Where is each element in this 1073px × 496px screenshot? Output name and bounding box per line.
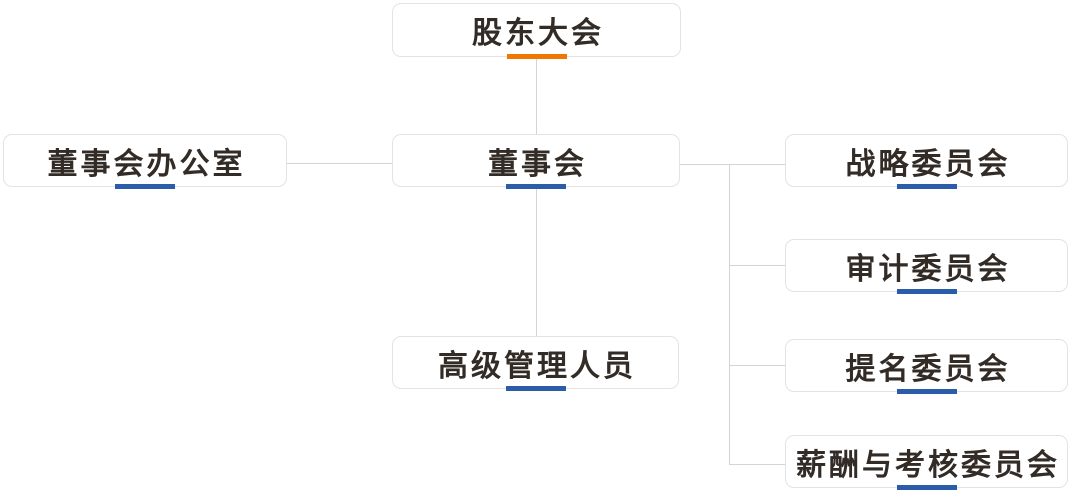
edge-board-office-board — [287, 163, 392, 164]
node-board-office: 董事会办公室 — [3, 134, 287, 189]
accent-underline — [896, 389, 957, 394]
node-label: 董事会 — [488, 147, 587, 181]
accent-underline — [896, 485, 957, 490]
node-label: 战略委员会 — [845, 147, 1011, 181]
accent-underline — [115, 184, 175, 189]
node-label: 审计委员会 — [845, 252, 1011, 286]
node-board-of-directors: 董事会 — [392, 134, 680, 189]
edge-shareholders-board — [536, 58, 537, 134]
edge-branch-remuneration — [729, 464, 785, 465]
node-remuneration-appraisal-committee: 薪酬与考核委员会 — [785, 435, 1068, 490]
accent-underline — [896, 289, 957, 294]
accent-underline — [896, 184, 957, 189]
node-label: 高级管理人员 — [438, 349, 636, 383]
accent-underline — [506, 54, 567, 59]
edge-branch-nomination — [729, 365, 785, 366]
edge-branch-audit — [729, 265, 785, 266]
node-label: 薪酬与考核委员会 — [796, 448, 1060, 482]
node-shareholders-meeting: 股东大会 — [392, 3, 681, 59]
edge-board-strategy — [680, 164, 785, 165]
node-senior-management: 高级管理人员 — [392, 336, 679, 391]
node-label: 董事会办公室 — [47, 147, 246, 181]
node-label: 股东大会 — [472, 17, 604, 50]
accent-underline — [505, 386, 566, 391]
node-strategy-committee: 战略委员会 — [785, 134, 1068, 189]
edge-board-senior-mgmt — [536, 187, 537, 336]
node-label: 提名委员会 — [845, 352, 1011, 386]
node-nomination-committee: 提名委员会 — [785, 339, 1068, 394]
edge-committees-trunk — [729, 164, 730, 464]
accent-underline — [506, 184, 566, 189]
node-audit-committee: 审计委员会 — [785, 239, 1068, 294]
